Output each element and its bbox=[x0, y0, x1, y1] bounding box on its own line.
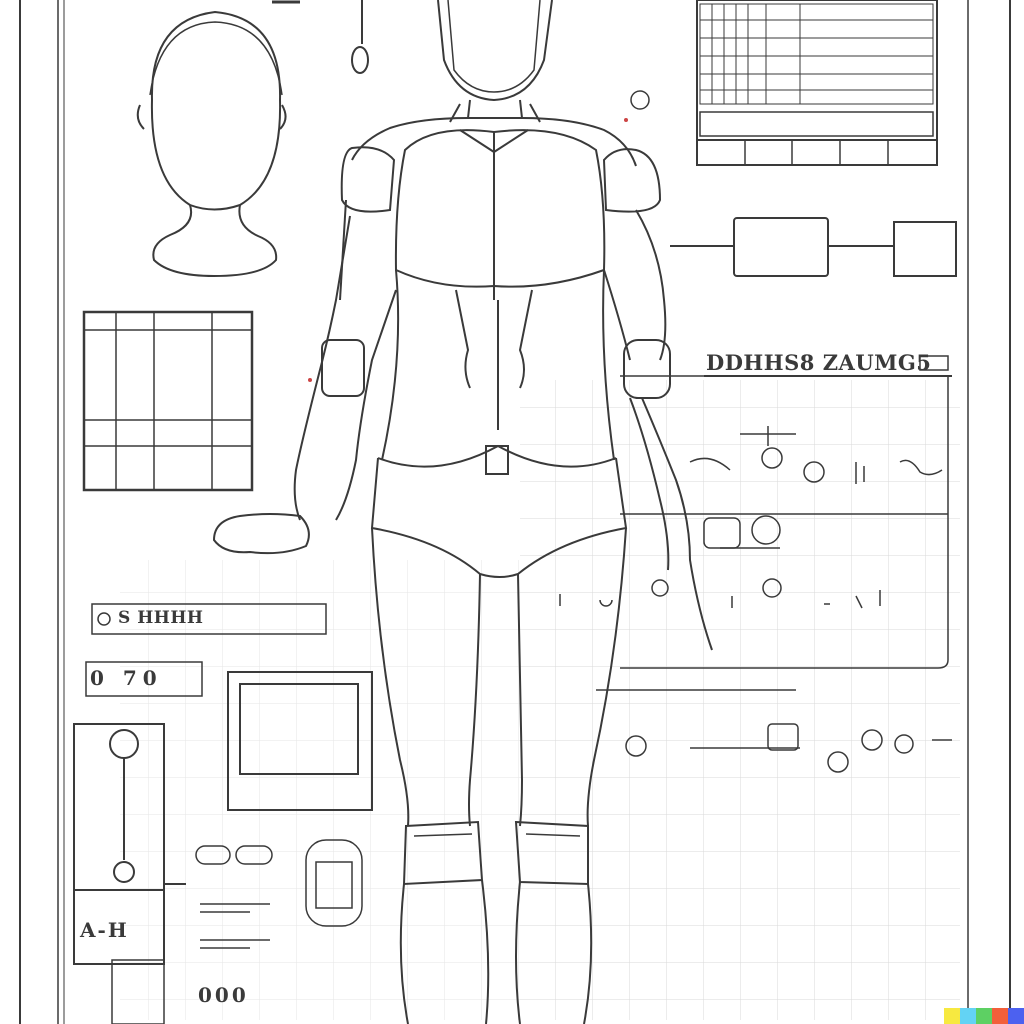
pendant-icon bbox=[351, 0, 369, 74]
connector-diagram bbox=[670, 217, 957, 277]
top-right-table bbox=[696, 0, 938, 166]
robot-suit-figure bbox=[212, 0, 713, 1024]
code-block-label: A-H bbox=[80, 918, 129, 942]
swatch-blue bbox=[1008, 1008, 1024, 1024]
swatch-cyan bbox=[960, 1008, 976, 1024]
color-swatch-strip bbox=[944, 1008, 1024, 1024]
right-panel-title: DDHHS8 ZAUMG5 bbox=[706, 350, 932, 375]
sheet-frame bbox=[19, 0, 1011, 1024]
monitor-frame-icon bbox=[227, 671, 373, 811]
left-table-grid bbox=[82, 310, 254, 492]
small-widgets bbox=[111, 839, 363, 1024]
left-panel-title: S HHHH bbox=[118, 608, 204, 628]
digits-label: 000 bbox=[198, 983, 249, 1007]
swatch-yellow bbox=[944, 1008, 960, 1024]
small-panel-label: 0 70 bbox=[90, 666, 163, 690]
swatch-red bbox=[992, 1008, 1008, 1024]
right-panel-frame bbox=[620, 375, 949, 669]
left-label-bar bbox=[85, 603, 327, 697]
part-sketches bbox=[559, 426, 952, 773]
background-grid bbox=[520, 380, 960, 1020]
slider-gauge-icon bbox=[73, 723, 186, 965]
head-sketch-icon bbox=[136, 10, 287, 278]
swatch-green bbox=[976, 1008, 992, 1024]
